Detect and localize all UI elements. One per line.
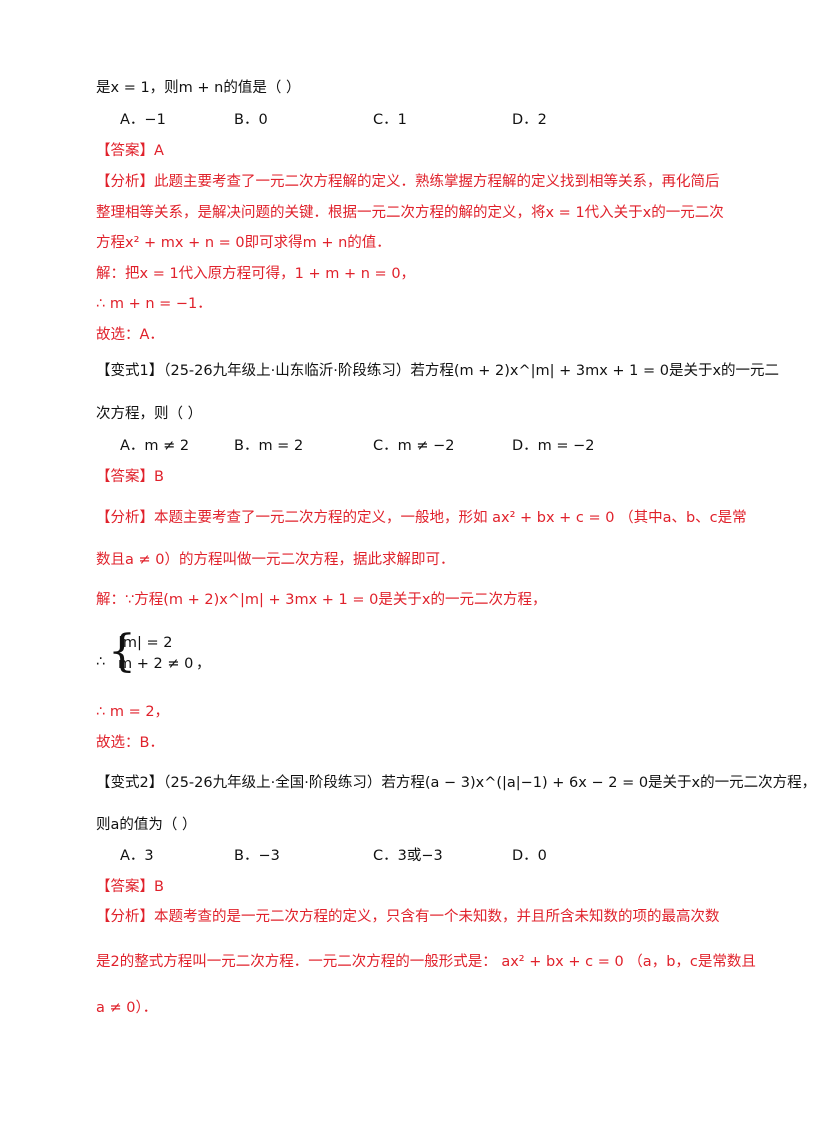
question-intro: 是x = 1，则m + n的值是（ ） xyxy=(96,80,301,96)
variant-2-title-line-2: 则a的值为（ ） xyxy=(96,817,197,833)
option-c: C．1 xyxy=(373,112,407,128)
left-brace-icon: { xyxy=(108,626,136,677)
option-a: A．−1 xyxy=(120,112,166,128)
option-c: C．3或−3 xyxy=(373,848,443,864)
solution-1-line-1: 解：把x = 1代入原方程可得，1 + m + n = 0， xyxy=(96,266,416,282)
option-b: B．−3 xyxy=(234,848,280,864)
solution-1-line-2: ∴ m + n = −1． xyxy=(96,296,212,312)
analysis-1-line-3: 方程x² + mx + n = 0即可求得m + n的值． xyxy=(96,235,391,251)
solution-2-line-2: ∴ m = 2， xyxy=(96,704,170,720)
option-a: A．3 xyxy=(120,848,154,864)
variant-1-title-line-1: 【变式1】（25-26九年级上·山东临沂·阶段练习）若方程(m + 2)x^|m… xyxy=(96,363,780,379)
analysis-2-line-2: 数且a ≠ 0）的方程叫做一元二次方程，据此求解即可． xyxy=(96,552,455,568)
option-b: B．m = 2 xyxy=(234,438,304,454)
analysis-3-line-2: 是2的整式方程叫一元二次方程．一元二次方程的一般形式是： ax² + bx + … xyxy=(96,954,756,970)
choose-1: 故选：A． xyxy=(96,327,164,343)
answer-3: 【答案】B xyxy=(96,879,164,895)
analysis-3-line-1: 【分析】本题考查的是一元二次方程的定义，只含有一个未知数，并且所含未知数的项的最… xyxy=(96,909,720,925)
option-a: A．m ≠ 2 xyxy=(120,438,190,454)
option-d: D．m = −2 xyxy=(512,438,595,454)
analysis-1-line-2: 整理相等关系，是解决问题的关键．根据一元二次方程的解的定义，将x = 1代入关于… xyxy=(96,205,724,221)
variant-2-title-line-1: 【变式2】（25-26九年级上·全国·阶段练习）若方程(a − 3)x^(|a|… xyxy=(96,775,816,791)
system-equation-1: |m| = 2 xyxy=(118,635,173,651)
choose-2: 故选：B． xyxy=(96,735,164,751)
answer-2: 【答案】B xyxy=(96,469,164,485)
analysis-3-line-3: a ≠ 0）． xyxy=(96,1000,158,1016)
system-equation-2: m + 2 ≠ 0 xyxy=(118,656,194,672)
answer-1: 【答案】A xyxy=(96,143,164,159)
option-d: D．2 xyxy=(512,112,547,128)
analysis-1-line-1: 【分析】此题主要考查了一元二次方程解的定义．熟练掌握方程解的定义找到相等关系，再… xyxy=(96,174,720,190)
option-d: D．0 xyxy=(512,848,547,864)
solution-2-line-1: 解：∵方程(m + 2)x^|m| + 3mx + 1 = 0是关于x的一元二次… xyxy=(96,592,547,608)
variant-1-title-line-2: 次方程，则（ ） xyxy=(96,406,203,422)
analysis-2-line-1: 【分析】本题主要考查了一元二次方程的定义，一般地，形如 ax² + bx + c… xyxy=(96,510,747,526)
option-b: B．0 xyxy=(234,112,268,128)
therefore-symbol: ∴ xyxy=(96,654,106,670)
option-c: C．m ≠ −2 xyxy=(373,438,455,454)
system-comma: ， xyxy=(196,656,211,672)
